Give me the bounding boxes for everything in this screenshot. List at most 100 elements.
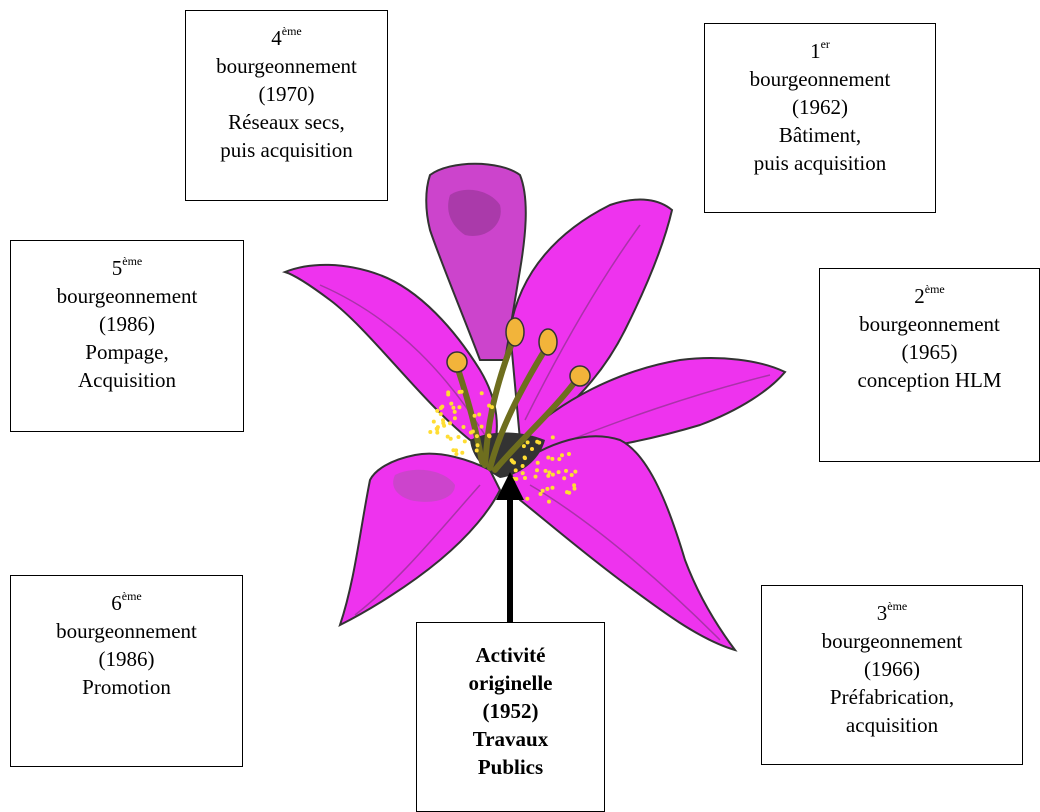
pollen-dot [457,435,461,439]
ordinal: 4 [271,26,282,50]
year: (1962) [705,93,935,121]
pollen-dot [570,473,574,477]
activity: Réseaux secs, [186,108,387,136]
pollen-dot [476,443,480,447]
pollen-dot [453,416,457,420]
label-line: bourgeonnement [11,282,243,310]
pollen-dot [428,430,432,434]
pollen-dot [541,489,545,493]
pollen-dot [510,458,514,462]
pollen-dot [546,456,550,460]
activity: Préfabrication, [762,683,1022,711]
pollen-dot [526,440,530,444]
activity-extra: puis acquisition [705,149,935,177]
pollen-dot [475,434,479,438]
label-line: bourgeonnement [820,310,1039,338]
pollen-dot [525,497,529,501]
pollen-dot [446,390,450,394]
pollen-dot [462,425,466,429]
ordinal: 5 [112,256,123,280]
origin-line: Activité [417,641,604,669]
pollen-dot [536,461,540,465]
pollen-dot [510,477,514,481]
pollen-dot [567,452,571,456]
box-6eme-bourgeonnement: 6ème bourgeonnement (1986) Promotion [10,575,243,767]
pollen-dot [469,431,473,435]
origin-year: (1952) [417,697,604,725]
ordinal-suffix: ème [282,24,302,38]
pollen-dot [451,406,455,410]
pollen-dot [480,391,484,395]
pollen-dot [440,405,444,409]
pollen-dot [454,448,458,452]
pollen-dot [530,447,534,451]
ordinal-suffix: ème [925,282,945,296]
pollen-dot [521,471,525,475]
pollen-dot [460,451,464,455]
pollen-dot [551,486,555,490]
pollen-dot [523,476,527,480]
petal-bottom-right [510,436,735,650]
activity: Promotion [11,673,242,701]
pollen-dot [564,469,568,473]
origin-line: originelle [417,669,604,697]
activity: Bâtiment, [705,121,935,149]
year: (1965) [820,338,1039,366]
pollen-dot [473,414,477,418]
box-1er-bourgeonnement: 1er bourgeonnement (1962) Bâtiment, puis… [704,23,936,213]
pollen-dot [475,449,479,453]
pollen-dot [514,468,518,472]
year: (1986) [11,645,242,673]
origin-activity: Travaux [417,725,604,753]
pollen-dot [547,500,551,504]
pollen-dot [551,435,555,439]
pollen-dot [454,452,458,456]
pollen-dot [441,421,445,425]
pollen-dot [463,439,467,443]
ordinal: 3 [877,601,888,625]
label-line: bourgeonnement [186,52,387,80]
pollen-dot [453,410,457,414]
year: (1970) [186,80,387,108]
box-activite-originelle: Activité originelle (1952) Travaux Publi… [416,622,605,812]
activity: Pompage, [11,338,243,366]
pollen-dot [432,420,436,424]
pollen-dot [546,474,550,478]
pollen-dot [545,487,549,491]
pollen-dot [557,457,561,461]
box-5eme-bourgeonnement: 5ème bourgeonnement (1986) Pompage, Acqu… [10,240,244,432]
pollen-dot [523,456,527,460]
pollen-dot [544,469,548,473]
pollen-dot [487,404,491,408]
pollen-dot [436,425,440,429]
year: (1986) [11,310,243,338]
box-2eme-bourgeonnement: 2ème bourgeonnement (1965) conception HL… [819,268,1040,462]
pollen-dot [458,390,462,394]
ordinal-suffix: er [821,37,830,51]
pollen-dot [457,405,461,409]
pollen-dot [534,475,538,479]
ordinal: 2 [914,284,925,308]
pollen-dot [551,473,555,477]
pollen-dot [448,421,452,425]
pollen-dot [477,413,481,417]
activity-extra: acquisition [762,711,1022,739]
pollen-dot [439,412,443,416]
pollen-dot [562,476,566,480]
pollen-dot [521,464,525,468]
ordinal-suffix: ème [122,589,142,603]
pollen-dot [560,453,564,457]
origin-activity: Publics [417,753,604,781]
label-line: bourgeonnement [705,65,935,93]
ordinal-suffix: ème [887,599,907,613]
pollen-dot [573,470,577,474]
pollen-dot [435,409,439,413]
label-line: bourgeonnement [11,617,242,645]
pollen-dot [547,471,551,475]
ordinal-suffix: ème [122,254,142,268]
label-line: bourgeonnement [762,627,1022,655]
pollen-dot [449,402,453,406]
activity: conception HLM [820,366,1039,394]
pollen-dot [449,437,453,441]
box-4eme-bourgeonnement: 4ème bourgeonnement (1970) Réseaux secs,… [185,10,388,201]
